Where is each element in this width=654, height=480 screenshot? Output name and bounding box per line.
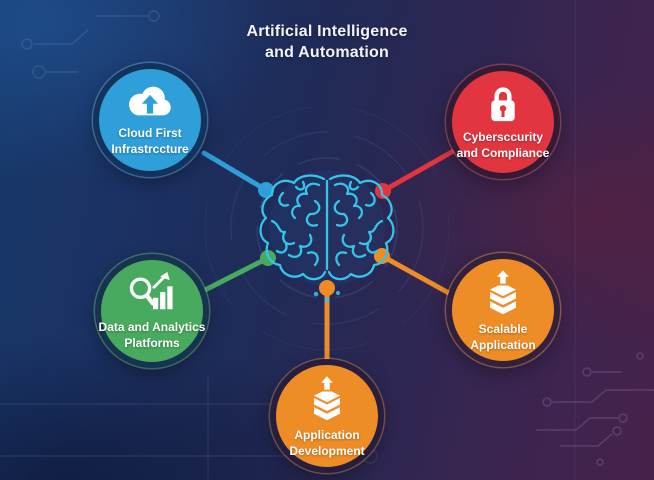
node-label: Cloud First Infrastrccture <box>90 126 210 157</box>
connector-dot <box>258 182 274 198</box>
circuit-traces-bottom-right <box>536 352 654 466</box>
stacked-box-arrow-icon <box>314 373 340 421</box>
search-analytics-icon <box>129 271 173 310</box>
node-label: Data and Analytics Platforms <box>92 320 212 351</box>
node-label-line: Cybersccurity <box>462 129 544 144</box>
node-label-line: Platforms <box>124 335 180 350</box>
node-label-line: Application <box>470 337 536 352</box>
diagram-title-line2: and Automation <box>265 44 389 62</box>
node-label-line: Cloud First <box>118 125 182 140</box>
node-application-development: Application Development <box>270 359 384 473</box>
node-label-line: Infrastrccture <box>111 141 189 156</box>
node-cybersecurity-compliance: Cybersccurity and Compliance <box>446 65 560 179</box>
diagram-title: Artificial Intelligence and Automation <box>0 21 654 63</box>
node-data-analytics-platforms: Data and Analytics Platforms <box>95 254 209 368</box>
node-label-line: Data and Analytics <box>98 319 206 334</box>
node-label-line: and Compliance <box>456 145 550 160</box>
node-label: Cybersccurity and Compliance <box>443 130 563 161</box>
connector-cloud-first <box>201 150 274 198</box>
diagram-title-line1: Artificial Intelligence <box>246 23 408 40</box>
stacked-box-arrow-icon <box>490 267 516 315</box>
node-label: Application Development <box>267 428 387 459</box>
brain-circuit-icon <box>259 174 395 281</box>
node-label-line: Application <box>294 427 360 442</box>
connector-data-analytics <box>202 250 276 293</box>
node-label-line: Scalable <box>478 321 528 336</box>
cloud-upload-icon <box>128 86 171 116</box>
node-cloud-first-infrastructure: Cloud First Infrastrccture <box>93 63 207 177</box>
padlock-icon <box>491 87 515 122</box>
brain-sparkle-dots <box>313 290 341 303</box>
node-scalable-application: Scalable Application <box>446 253 560 367</box>
node-label-line: Development <box>289 443 365 458</box>
connector-dot <box>319 280 335 296</box>
circuit-traces-top-left <box>21 10 160 79</box>
node-label: Scalable Application <box>443 322 563 353</box>
